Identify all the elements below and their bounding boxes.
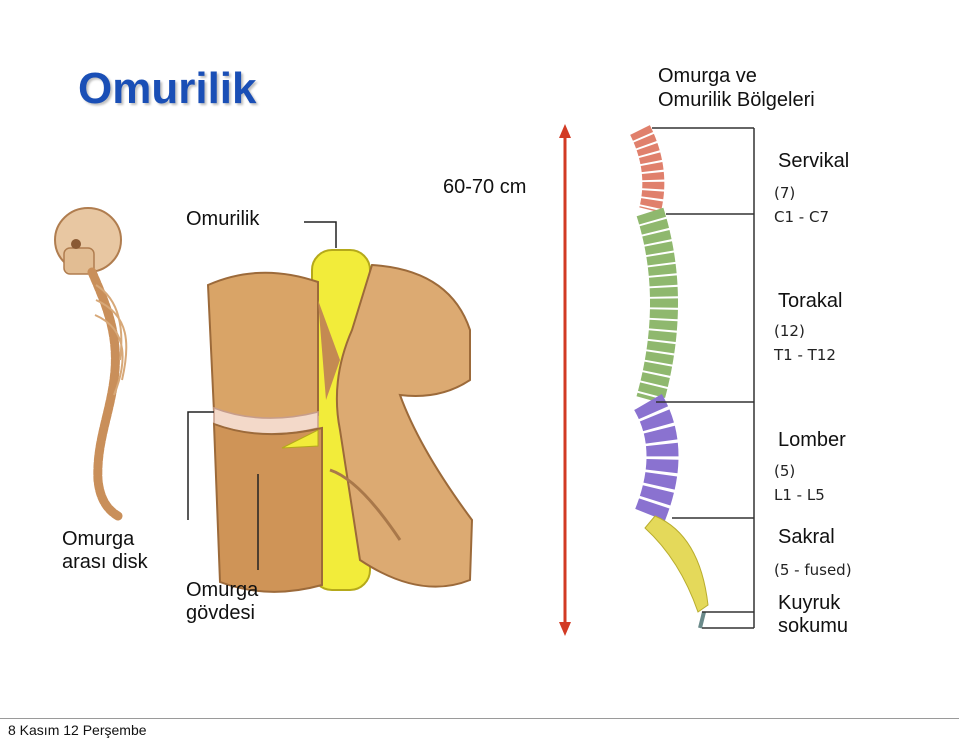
region-lumbar-count: (5) — [774, 462, 796, 480]
footer-divider — [0, 718, 959, 719]
regions-heading-line2: Omurilik Bölgeleri — [658, 89, 815, 111]
slide-title: Omurilik — [78, 64, 257, 113]
anatomy-illustration — [54, 124, 755, 636]
skeleton-figure — [54, 207, 128, 521]
leader-lines — [187, 221, 337, 570]
region-cervical: Servikal — [778, 150, 850, 172]
length-label: 60-70 cm — [443, 176, 527, 198]
region-cervical-range: C1 - C7 — [774, 208, 829, 226]
spine-regions — [630, 125, 709, 629]
region-thoracic: Torakal — [778, 290, 843, 312]
length-arrow — [559, 124, 571, 636]
disc-label-line1: Omurga — [62, 528, 135, 550]
region-lumbar-range: L1 - L5 — [774, 486, 825, 504]
disc-label-line2: arası disk — [62, 551, 148, 573]
region-coccyx-line1: Kuyruk — [778, 592, 841, 614]
slide: Omurilik — [54, 64, 852, 637]
regions-heading-line1: Omurga ve — [658, 65, 757, 87]
region-cervical-count: (7) — [774, 184, 796, 202]
region-sacral: Sakral — [778, 526, 835, 548]
spinal-cord-label: Omurilik — [186, 208, 260, 230]
region-brackets — [652, 127, 755, 629]
vertebral-body-label-line2: gövdesi — [186, 602, 255, 624]
footer-date: 8 Kasım 12 Perşembe — [8, 722, 147, 738]
region-lumbar: Lomber — [778, 429, 846, 451]
region-thoracic-range: T1 - T12 — [774, 346, 836, 364]
region-coccyx-line2: sokumu — [778, 615, 849, 637]
vertebral-body-label-line1: Omurga — [186, 579, 259, 601]
region-sacral-count: (5 - fused) — [774, 561, 852, 579]
region-thoracic-count: (12) — [774, 322, 805, 340]
vertebra-illustration — [206, 249, 474, 593]
